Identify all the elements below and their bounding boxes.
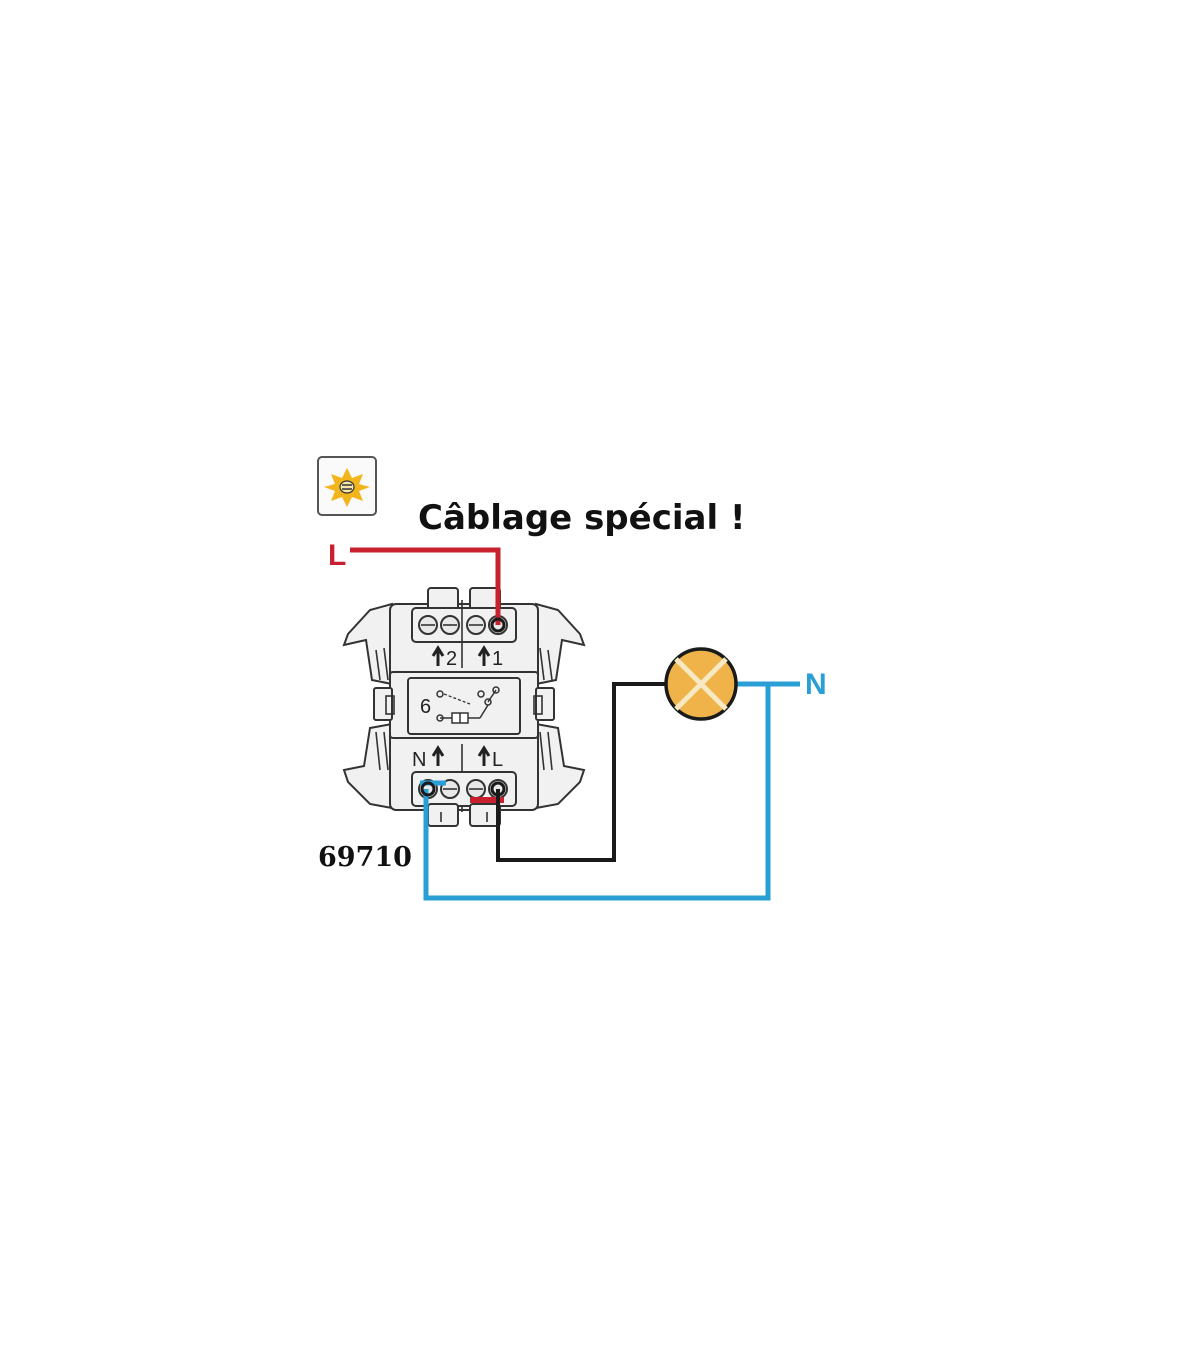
line-label: L [328,539,346,572]
warning-star-icon [317,456,377,516]
product-code: 69710 [318,842,412,873]
lamp-icon [664,647,738,721]
switch-symbol: 6 [420,686,500,724]
switched-wire [490,682,666,862]
line-wire: L [328,539,506,803]
terminal-label-1: 1 [492,648,503,670]
switch-module: 2 1 6 N L [342,587,586,827]
center-mark: 6 [420,696,431,718]
diagram-title: Câblage spécial ! [418,498,745,538]
terminal-label-l: L [492,749,503,771]
neutral-label: N [805,668,827,701]
terminal-label-2: 2 [446,648,457,670]
terminal-label-n: N [412,749,426,771]
neutral-wire: N [420,668,827,901]
